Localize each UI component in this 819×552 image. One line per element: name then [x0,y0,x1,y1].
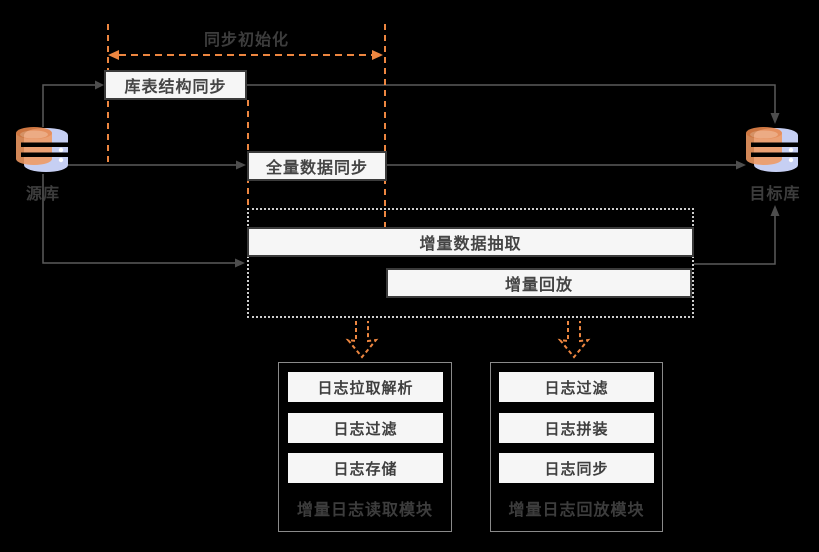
structure-sync-box: 库表结构同步 [104,70,247,100]
arrowhead-target-left [736,160,746,170]
init-span-arrowhead-right [372,50,383,60]
log-replay-module-label: 增量日志回放模块 [508,502,645,519]
module-item: 日志过滤 [288,413,443,443]
arrowhead-full-sync [236,160,246,170]
incremental-sync-container [247,208,694,318]
module-item: 日志同步 [499,453,654,483]
full-data-sync-box: 全量数据同步 [247,151,387,181]
arrowhead-structure-sync [95,80,104,90]
source-db-label: 源库 [25,186,60,203]
dashed-down-arrow-left [345,321,379,359]
line-incremental-to-target [694,216,776,265]
log-replay-module: 日志过滤 日志拼装 日志同步 增量日志回放模块 [490,362,663,532]
line-source-to-structure-sync [42,84,95,127]
init-phase-label: 同步初始化 [203,32,289,49]
module-item: 日志拼装 [499,413,654,443]
incremental-extract-box: 增量数据抽取 [247,227,694,257]
incremental-replay-box: 增量回放 [386,268,692,298]
target-database-icon [746,127,799,172]
init-span-arrowhead-left [108,50,119,60]
arrowhead-target-bottom [770,205,780,216]
line-structure-sync-to-target [247,84,776,113]
log-read-module-label: 增量日志读取模块 [296,502,433,519]
target-db-label: 目标库 [749,186,801,203]
module-item: 日志拉取解析 [288,372,443,402]
log-read-module: 日志拉取解析 日志过滤 日志存储 增量日志读取模块 [278,362,452,532]
source-database-icon [16,127,69,172]
dashed-down-arrow-right [557,321,591,359]
module-item: 日志存储 [288,453,443,483]
line-source-to-incremental [42,174,235,264]
arrowhead-target-top [770,113,780,124]
module-item: 日志过滤 [499,372,654,402]
arrowhead-incremental [235,258,245,268]
